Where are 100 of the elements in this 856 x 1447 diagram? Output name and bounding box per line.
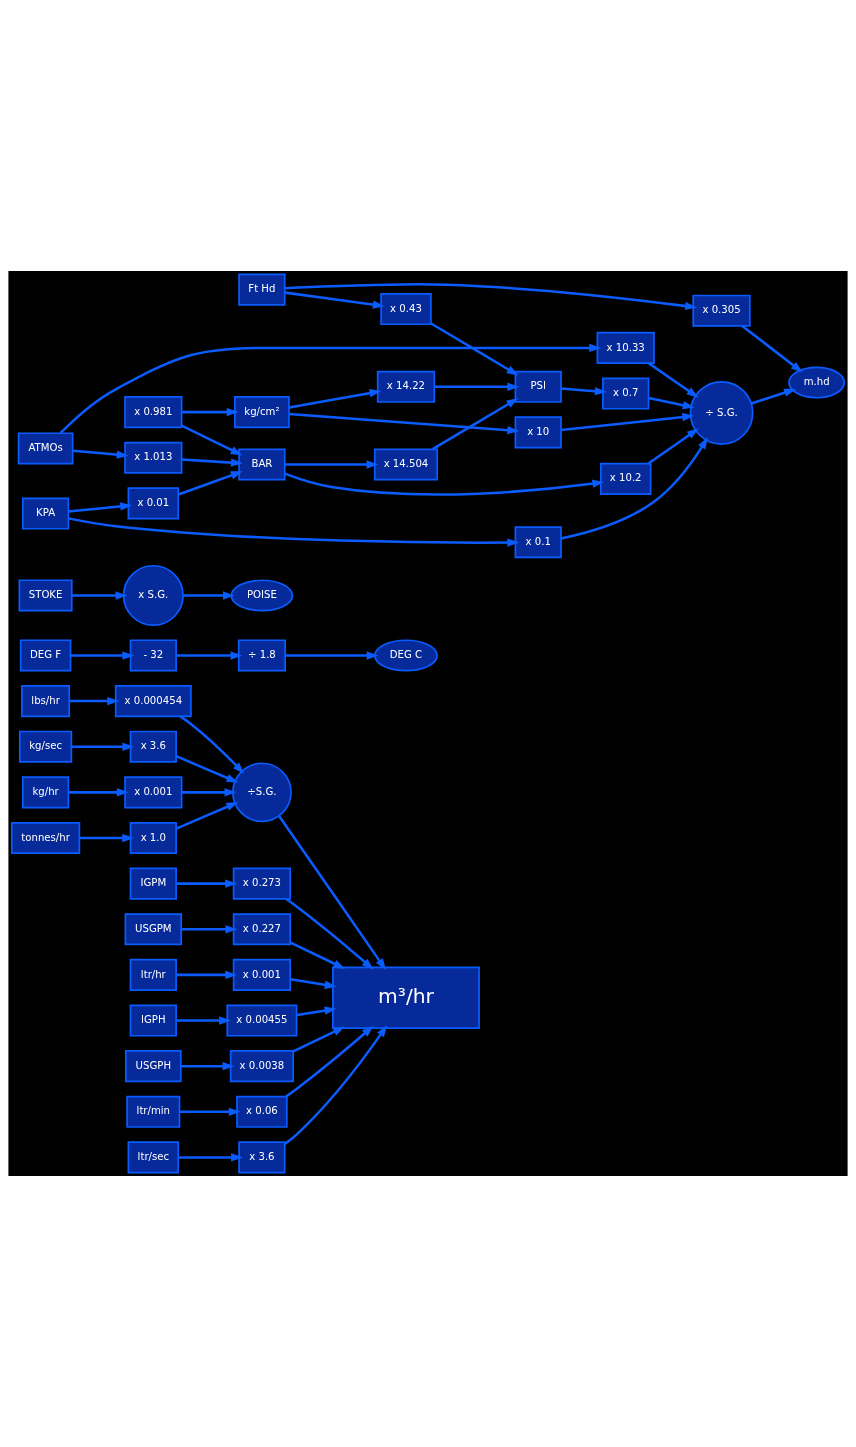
arrow bbox=[181, 424, 243, 456]
arrow bbox=[79, 833, 135, 843]
arrow bbox=[647, 362, 699, 398]
arrow bbox=[284, 472, 605, 496]
arrow bbox=[176, 1016, 231, 1025]
arrow bbox=[296, 1006, 337, 1017]
arrow bbox=[68, 517, 520, 547]
arrow bbox=[181, 788, 237, 797]
arrow bbox=[176, 651, 243, 660]
arrow bbox=[289, 412, 520, 435]
node-box: kg/hr bbox=[21, 776, 70, 809]
arrow bbox=[175, 802, 239, 830]
node-box: USGPH bbox=[125, 1050, 182, 1083]
node-box: ltr/sec bbox=[127, 1141, 180, 1174]
arrow bbox=[561, 412, 695, 432]
node-box: m³/hr bbox=[332, 966, 480, 1029]
node-box: ÷ 1.8 bbox=[237, 639, 286, 672]
arrow bbox=[69, 696, 120, 706]
arrow bbox=[560, 437, 708, 540]
node-box: IGPM bbox=[129, 867, 177, 900]
arrow bbox=[278, 815, 387, 971]
arrow bbox=[284, 291, 385, 309]
node-box: x 0.7 bbox=[602, 377, 650, 410]
arrow bbox=[59, 343, 602, 434]
node-box: x 3.6 bbox=[238, 1141, 286, 1174]
node-box: x 0.981 bbox=[124, 396, 183, 429]
arrow bbox=[431, 398, 519, 451]
arrow bbox=[180, 1062, 235, 1071]
node-box: x 0.43 bbox=[380, 292, 432, 326]
arrow bbox=[70, 651, 135, 660]
arrow bbox=[288, 388, 382, 409]
node-box: x 0.000454 bbox=[114, 685, 192, 718]
node-circle: ÷ S.G. bbox=[689, 380, 754, 445]
arrow bbox=[284, 1025, 388, 1145]
node-ellipse: POISE bbox=[230, 579, 294, 612]
node-box: DEG F bbox=[19, 639, 72, 672]
node-box: x 0.001 bbox=[232, 958, 292, 991]
arrow bbox=[68, 788, 129, 797]
arrow bbox=[285, 651, 379, 660]
arrow bbox=[181, 407, 239, 417]
arrow bbox=[647, 428, 699, 465]
node-box: x 0.001 bbox=[124, 776, 183, 809]
node-circle: x S.G. bbox=[122, 564, 184, 627]
arrow bbox=[741, 324, 803, 373]
node-box: x 0.227 bbox=[232, 913, 292, 946]
node-box: x 0.01 bbox=[127, 487, 180, 520]
node-box: x 10.33 bbox=[596, 331, 655, 364]
arrow bbox=[176, 879, 238, 888]
node-ellipse: m.hd bbox=[788, 366, 846, 399]
arrow bbox=[181, 925, 238, 934]
node-box: x 0.0038 bbox=[229, 1050, 294, 1083]
node-box: USGPM bbox=[124, 913, 183, 946]
node-box: Ft Hd bbox=[238, 273, 286, 306]
node-box: x 0.00455 bbox=[226, 1004, 298, 1037]
node-box: lbs/hr bbox=[21, 685, 71, 718]
arrow bbox=[285, 460, 379, 469]
arrow bbox=[71, 591, 128, 600]
node-box: KPA bbox=[21, 497, 70, 530]
node-box: x 0.06 bbox=[236, 1095, 288, 1128]
arrow bbox=[285, 897, 374, 970]
node-box: PSI bbox=[514, 370, 562, 403]
node-box: BAR bbox=[238, 448, 286, 481]
arrow bbox=[179, 715, 245, 774]
node-box: ATMOs bbox=[17, 432, 74, 465]
arrow bbox=[72, 449, 129, 459]
arrow bbox=[284, 283, 698, 311]
arrow bbox=[434, 382, 520, 391]
node-box: x 3.6 bbox=[129, 730, 177, 763]
node-box: x 0.1 bbox=[514, 526, 562, 559]
node-box: - 32 bbox=[129, 639, 177, 672]
arrow bbox=[285, 1025, 374, 1098]
arrow bbox=[179, 1107, 241, 1116]
node-box: ltr/hr bbox=[129, 958, 177, 991]
node-box: x 14.504 bbox=[373, 448, 439, 481]
arrow bbox=[430, 322, 519, 376]
arrow bbox=[290, 978, 337, 989]
node-box: x 10.2 bbox=[599, 462, 652, 495]
node-box: x 1.0 bbox=[129, 821, 177, 855]
node-box: x 14.22 bbox=[376, 370, 436, 403]
arrow bbox=[183, 591, 235, 600]
node-box: kg/sec bbox=[18, 730, 73, 763]
node-ellipse: DEG C bbox=[373, 639, 438, 672]
node-box: x 0.305 bbox=[692, 294, 751, 327]
arrow bbox=[181, 458, 243, 467]
node-box: kg/cm² bbox=[234, 396, 290, 429]
node-box: ltr/min bbox=[126, 1095, 181, 1128]
arrow bbox=[175, 755, 239, 783]
arrow bbox=[68, 502, 133, 513]
node-box: x 0.273 bbox=[232, 867, 292, 900]
arrow bbox=[178, 471, 243, 496]
node-box: tonnes/hr bbox=[10, 821, 81, 855]
node-box: x 1.013 bbox=[124, 441, 183, 474]
node-box: IGPH bbox=[129, 1004, 177, 1037]
arrow bbox=[751, 388, 797, 405]
arrow bbox=[290, 941, 346, 969]
arrow bbox=[292, 1026, 346, 1053]
node-box: STOKE bbox=[18, 579, 73, 612]
node-box: x 10 bbox=[514, 416, 562, 449]
arrow bbox=[176, 970, 238, 980]
arrow bbox=[71, 742, 135, 751]
